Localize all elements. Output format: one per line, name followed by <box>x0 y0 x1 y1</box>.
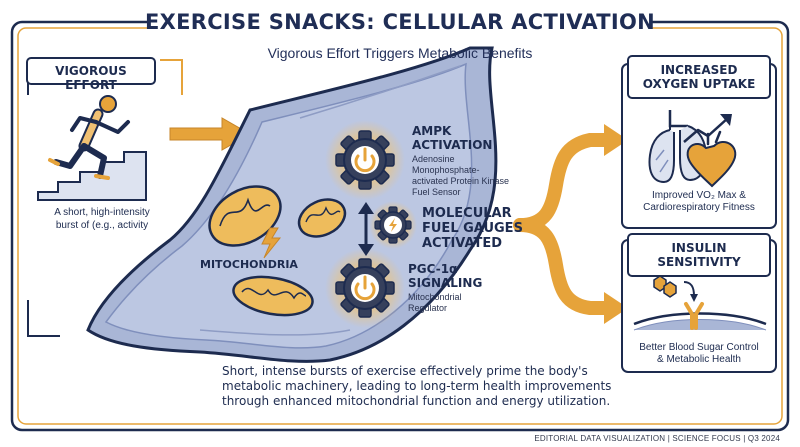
summary-line: Short, intense bursts of exercise effect… <box>222 364 588 378</box>
fuel-gauges-line: FUEL GAUGES <box>422 221 523 236</box>
summary-line: through enhanced mitochondrial function … <box>222 394 611 408</box>
insulin-sensitivity-label-line: SENSITIVITY <box>657 255 741 269</box>
branch-brace <box>513 124 628 324</box>
ampk-description-line: Fuel Sensor <box>412 187 461 197</box>
oxygen-uptake-label: INCREASED OXYGEN UPTAKE <box>628 63 770 91</box>
fuel-gauges-line: ACTIVATED <box>422 236 503 251</box>
ampk-description: Adenosine Monophosphate- activated Prote… <box>412 154 509 198</box>
pgc-description: Mitochondrial Regulator <box>408 292 462 314</box>
glucose-icon <box>653 275 698 302</box>
oxygen-uptake-label-line: OXYGEN UPTAKE <box>642 77 756 91</box>
ampk-title-line: ACTIVATION <box>412 138 493 152</box>
gear-power-icon <box>325 248 405 328</box>
vigorous-effort-label: VIGOROUS EFFORT <box>55 64 127 92</box>
oxygen-uptake-note-line: Cardiorespiratory Fitness <box>643 202 755 213</box>
mitochondrion-middle <box>297 198 347 238</box>
pgc-description-line: Mitochondrial <box>408 292 462 302</box>
pgc-description-line: Regulator <box>408 303 448 313</box>
insulin-sensitivity-label-line: INSULIN <box>671 241 727 255</box>
mitochondria-label: MITOCHONDRIA <box>200 258 298 271</box>
oxygen-uptake-label-line: INCREASED <box>660 63 738 77</box>
insulin-sensitivity-note: Better Blood Sugar Control & Metabolic H… <box>622 342 776 366</box>
effort-description-line: burst of (e.g., activity <box>55 220 149 231</box>
receptor-icon <box>633 302 767 331</box>
fuel-gauges-label: MOLECULAR FUEL GAUGES ACTIVATED <box>422 206 523 251</box>
effort-description-line: A short, high-intensity <box>54 207 150 218</box>
lightning-icon <box>261 227 282 259</box>
activation-arrow <box>358 202 374 256</box>
vigorous-effort-box <box>26 57 156 85</box>
insulin-sensitivity-note-line: Better Blood Sugar Control <box>639 342 759 353</box>
gear-power-icon <box>325 120 405 200</box>
fuel-gauges-line: MOLECULAR <box>422 206 512 221</box>
oxygen-uptake-note: Improved VO₂ Max & Cardiorespiratory Fit… <box>622 190 776 214</box>
page-subtitle: Vigorous Effort Triggers Metabolic Benef… <box>267 45 533 61</box>
summary-line: metabolic machinery, leading to long-ter… <box>222 379 612 393</box>
ampk-description-line: activated Protein Kinase <box>412 176 510 186</box>
gear-lightning-icon <box>369 201 417 249</box>
runner-icon <box>48 95 130 180</box>
effort-description: A short, high-intensity burst of (e.g., … <box>22 206 182 232</box>
insulin-sensitivity-label: INSULIN SENSITIVITY <box>628 241 770 269</box>
oxygen-uptake-note-line: Improved VO₂ Max & <box>652 190 746 201</box>
page-title: EXERCISE SNACKS: CELLULAR ACTIVATION <box>144 10 656 34</box>
stairs-icon <box>37 151 147 201</box>
ampk-description-line: Adenosine <box>412 154 455 164</box>
mitochondrion-bottom <box>232 275 314 317</box>
ampk-title-line: AMPK <box>412 124 452 138</box>
outer-frame <box>10 14 790 432</box>
trend-up-icon <box>683 114 732 143</box>
pgc-title-line: SIGNALING <box>408 276 483 290</box>
ampk-title: AMPK ACTIVATION <box>412 124 492 152</box>
summary-text: Short, intense bursts of exercise effect… <box>222 364 612 409</box>
insulin-sensitivity-note-line: & Metabolic Health <box>657 354 741 365</box>
pgc-title: PGC-1α SIGNALING <box>408 262 482 290</box>
ampk-description-line: Monophosphate- <box>412 165 480 175</box>
mitochondrion-top <box>208 185 282 247</box>
footer-credit: EDITORIAL DATA VISUALIZATION | SCIENCE F… <box>534 434 780 443</box>
pgc-title-line: PGC-1α <box>408 262 458 276</box>
